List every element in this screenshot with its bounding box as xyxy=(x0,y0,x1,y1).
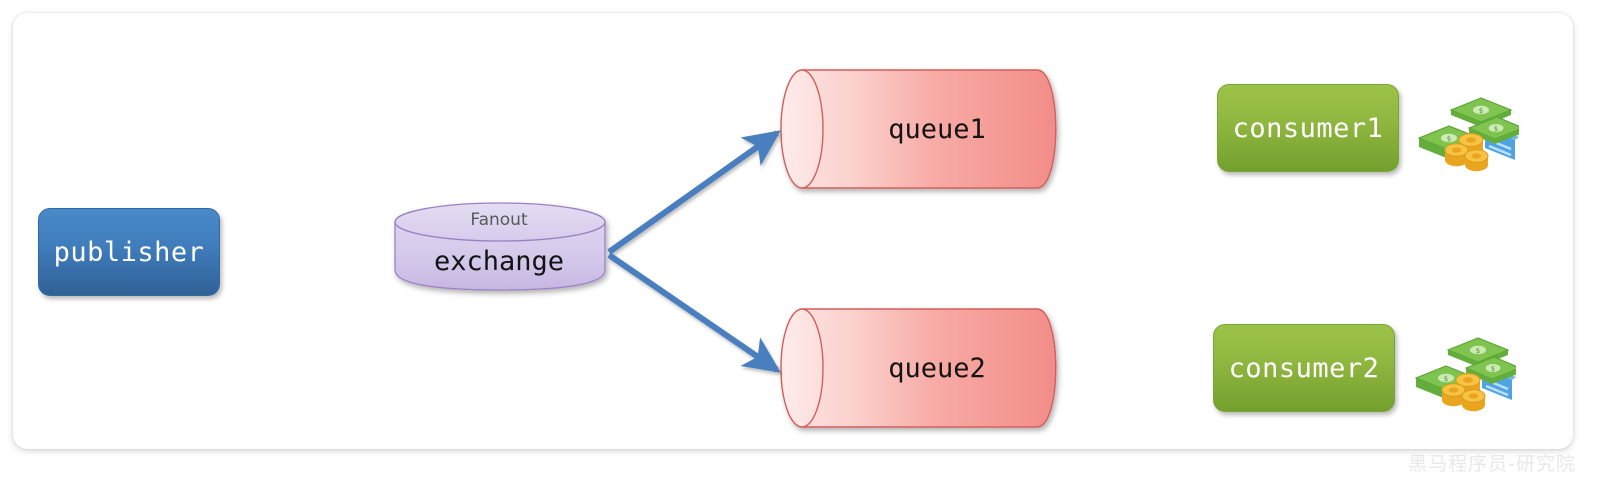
money-icon: $ $ $ xyxy=(1414,337,1516,412)
node-queue1-label: queue1 xyxy=(888,113,986,145)
node-exchange-type-label: Fanout xyxy=(470,210,528,230)
node-consumer2-label: consumer2 xyxy=(1228,352,1380,384)
coin-icon xyxy=(1444,143,1469,167)
node-publisher[interactable]: publisher xyxy=(38,208,220,296)
node-queue1[interactable]: queue1 xyxy=(780,70,1058,188)
svg-text:$: $ xyxy=(1447,135,1451,143)
node-queue2-label: queue2 xyxy=(888,352,986,384)
svg-text:$: $ xyxy=(1444,375,1448,383)
coin-icon xyxy=(1464,149,1489,172)
node-exchange-label: exchange xyxy=(433,246,565,277)
svg-text:$: $ xyxy=(1476,347,1480,355)
coin-icon xyxy=(1461,389,1486,412)
node-consumer1-label: consumer1 xyxy=(1232,112,1384,144)
svg-text:$: $ xyxy=(1491,365,1495,373)
coin-icon xyxy=(1441,383,1466,407)
node-exchange[interactable]: Fanout exchange xyxy=(393,206,605,290)
money-icon: $ $ $ xyxy=(1417,97,1519,172)
svg-text:$: $ xyxy=(1494,125,1498,133)
node-queue2[interactable]: queue2 xyxy=(780,309,1058,427)
node-publisher-label: publisher xyxy=(53,236,205,268)
node-consumer1[interactable]: consumer1 xyxy=(1217,84,1399,172)
svg-text:$: $ xyxy=(1479,107,1483,115)
watermark-text: 黑马程序员-研究院 xyxy=(1408,453,1576,475)
node-consumer2[interactable]: consumer2 xyxy=(1213,324,1395,412)
